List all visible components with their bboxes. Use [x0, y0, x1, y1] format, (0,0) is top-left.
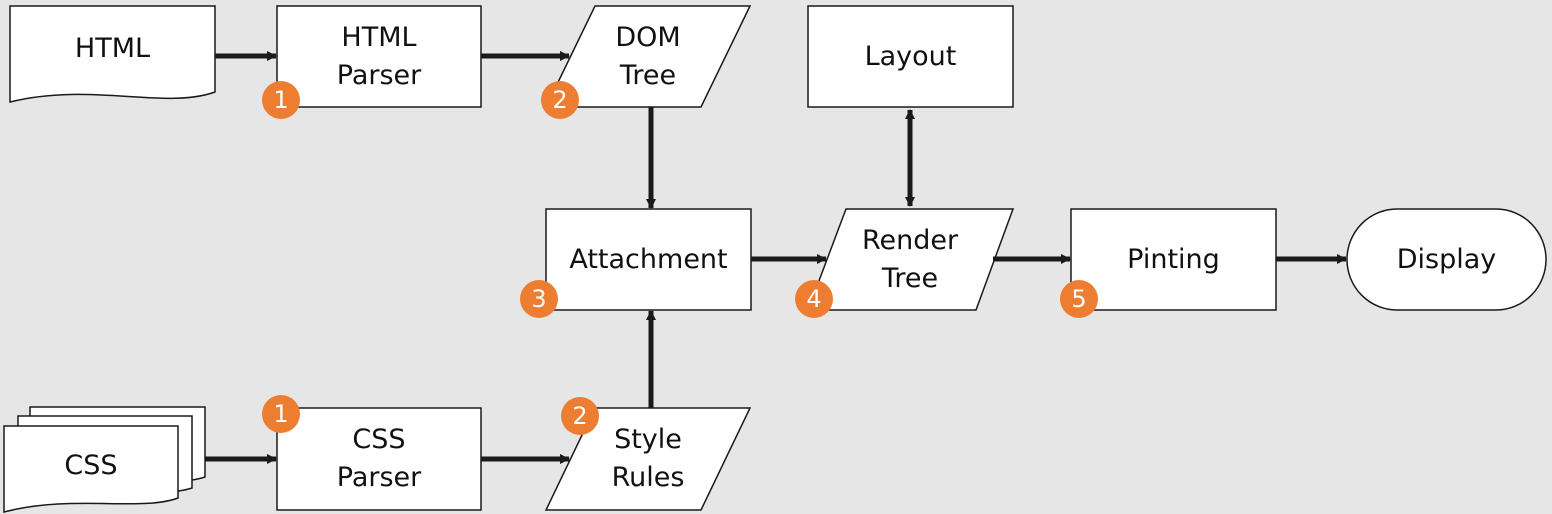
- step-badge-attachment: 3: [520, 280, 558, 318]
- painting-box: [1070, 208, 1277, 311]
- step-badge-style-rules: 2: [561, 397, 599, 435]
- style-rules-shape: [544, 407, 752, 511]
- render-tree-shape: [806, 208, 1015, 311]
- attachment-box: [545, 208, 752, 311]
- html-parser-box: [276, 5, 482, 108]
- step-badge-html-parser: 1: [262, 81, 300, 119]
- css-parser-box: [276, 407, 482, 511]
- dom-tree-shape: [544, 5, 752, 108]
- css-document-front-shape: [3, 425, 179, 513]
- step-badge-painting: 5: [1060, 280, 1098, 318]
- layout-box: [807, 5, 1014, 108]
- html-document-shape: [9, 5, 216, 103]
- step-badge-render-tree: 4: [795, 280, 833, 318]
- step-badge-dom-tree: 2: [541, 81, 579, 119]
- display-shape: [1346, 208, 1547, 311]
- step-badge-css-parser: 1: [262, 395, 300, 433]
